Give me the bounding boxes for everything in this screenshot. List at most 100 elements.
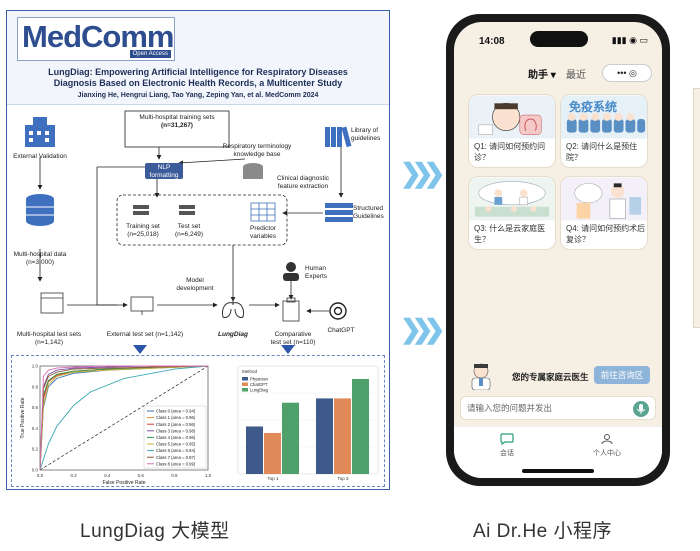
roc-x-tick-label: 0.4	[104, 473, 111, 478]
comparative-clipboard-icon	[282, 297, 300, 322]
roc-x-tick-label: 0.8	[171, 473, 178, 478]
arrow-down-icon	[281, 345, 295, 354]
logo-text: MedComm	[22, 19, 174, 54]
roc-y-tick-label: 0.0	[32, 468, 39, 473]
workflow-diagram: Multi-hospital training sets (n=31,267) …	[7, 105, 389, 351]
faq-card-1[interactable]: Q1: 请问如何预约问诊？	[468, 94, 556, 168]
mh-test-sets-text: Multi-hospital test sets	[16, 331, 82, 338]
nlp-text: NLP	[157, 164, 171, 171]
formatting-text: formatting	[149, 172, 179, 179]
cloud-doctor-illustration	[469, 177, 555, 221]
roc-x-axis-label: False Positive Rate	[102, 480, 145, 484]
roc-y-tick-label: 0.6	[32, 405, 39, 410]
roc-series-line	[39, 365, 209, 471]
lungdiag-label: LungDiag	[218, 331, 248, 338]
human-experts-icon	[283, 262, 299, 281]
paper-poster: MedComm Open Access LungDiag: Empowering…	[6, 10, 390, 490]
tab-chat-label: 会话	[500, 450, 514, 457]
test-set-icon	[179, 205, 195, 215]
bar-physician	[246, 426, 263, 474]
faq-card-2[interactable]: 免疫系统 Q2: 请问什么是预住院？	[560, 94, 648, 168]
structured-guidelines-text: Guidelines	[353, 213, 384, 220]
faq-card-4-question: Q4: 请问如何预约术后复诊？	[566, 224, 646, 244]
status-time: 14:08	[479, 36, 505, 47]
go-consult-button[interactable]: 前往咨询区	[594, 366, 650, 384]
roc-series-line	[39, 365, 209, 471]
person-icon	[601, 434, 613, 445]
variables-text: variables	[249, 233, 276, 240]
voice-input-icon[interactable]	[633, 401, 649, 417]
roc-y-tick-label: 0.4	[32, 426, 39, 431]
roc-legend-label: Class 8 (area = 0.99)	[156, 461, 196, 466]
guidelines-text: guidelines	[351, 135, 381, 142]
faq-card-3-question: Q3: 什么是云家庭医生？	[474, 224, 546, 244]
chevron-right-icon: ❯❯❯	[400, 314, 445, 344]
mini-program-screen: 14:08 ▮▮▮ ◉ ▭ 助手 ▾ 最近 ••• ◎ Q1: 请问如何预约问诊…	[454, 22, 662, 478]
bar-lungdiag	[352, 378, 369, 474]
follow-up-illustration	[561, 177, 647, 221]
tab-assistant[interactable]: 助手 ▾	[528, 70, 556, 81]
development-text: development	[176, 285, 214, 292]
comparative-test-set-label: Comparative test set (n=110)	[261, 331, 325, 347]
mh-test-sets-label: Multi-hospital test sets (n=1,142)	[7, 331, 91, 347]
mini-program-capsule-button[interactable]: ••• ◎	[602, 64, 652, 82]
roc-series-line	[39, 365, 209, 471]
multi-hospital-data-label: Multi-hospital data (n=3,000)	[7, 251, 73, 267]
caption-lungdiag: LungDiag 大模型	[80, 521, 230, 542]
roc-legend-label: Class 4 (area = 0.96)	[156, 435, 196, 440]
bar-category-label: Top 3	[337, 476, 349, 481]
paper-authors: Jianxing He, Hengrui Liang, Tao Yang, Ze…	[77, 92, 319, 99]
predictor-label: Predictor variables	[243, 225, 283, 241]
tab-profile[interactable]: 个人中心	[582, 433, 632, 458]
human-experts-label: Human Experts	[305, 265, 339, 281]
roc-legend-label: Class 3 (area = 0.98)	[156, 428, 196, 433]
roc-legend-label: Class 7 (area = 0.97)	[156, 455, 196, 460]
training-sets-count: (n=31,267)	[161, 122, 193, 129]
external-test-monitor-icon	[130, 296, 154, 315]
faq-card-1-question: Q1: 请问如何预约问诊？	[474, 142, 546, 162]
roc-x-tick-label: 0.2	[70, 473, 77, 478]
test-set-count: (n=6,249)	[174, 231, 203, 238]
predictor-grid-icon	[250, 202, 276, 222]
chevron-right-icon: ❯❯❯	[400, 158, 445, 188]
faq-card-4[interactable]: Q4: 请问如何预约术后复诊？	[560, 176, 648, 250]
clinical-text: Clinical diagnostic	[276, 175, 330, 182]
roc-legend	[143, 405, 207, 469]
caption-ai-drhe: Ai Dr.He 小程序	[473, 521, 613, 542]
arrow-down-icon	[133, 345, 147, 354]
test-set-calendar-icon	[40, 292, 64, 314]
roc-legend-label: Class 0 (area = 0.94)	[156, 409, 196, 414]
doctor-avatar	[471, 363, 491, 390]
mh-data-text: Multi-hospital data	[13, 251, 67, 258]
roc-x-tick-label: 1.0	[205, 473, 212, 478]
roc-y-tick-label: 0.8	[32, 384, 39, 389]
status-bar: 14:08 ▮▮▮ ◉ ▭	[454, 22, 662, 50]
experts-text: Experts	[305, 273, 328, 280]
bar-chatgpt	[334, 398, 351, 474]
mh-test-sets-count: (n=1,142)	[34, 339, 63, 346]
comparative-count: test set (n=110)	[270, 339, 316, 346]
bar-lungdiag	[282, 402, 299, 474]
test-set-label: Test set (n=6,249)	[167, 223, 211, 239]
bar-legend-swatch	[242, 377, 248, 381]
knowledge-base-text: knowledge base	[233, 151, 281, 158]
faq-card-3[interactable]: Q3: 什么是云家庭医生？	[468, 176, 556, 250]
lungs-icon	[222, 297, 244, 318]
roc-legend-label: Class 6 (area = 0.84)	[156, 448, 196, 453]
logo-badge: Open Access	[129, 50, 171, 58]
feature-extraction-text: feature extraction	[277, 183, 329, 190]
training-sets-label: Multi-hospital training sets (n=31,267)	[125, 114, 229, 130]
tab-chat[interactable]: 会话	[482, 433, 532, 458]
faq-card-2-question: Q2: 请问什么是预住院？	[566, 142, 638, 162]
library-label: Library of guidelines	[351, 127, 391, 143]
tab-recent[interactable]: 最近	[566, 70, 586, 81]
training-set-count: (n=25,018)	[127, 231, 159, 238]
family-doctor-row: 您的专属家庭云医生 前往咨询区	[468, 362, 650, 390]
immune-system-banner: 免疫系统	[569, 100, 618, 114]
roc-chance-line	[39, 365, 209, 471]
tab-profile-label: 个人中心	[593, 450, 621, 457]
question-input[interactable]	[467, 400, 627, 416]
